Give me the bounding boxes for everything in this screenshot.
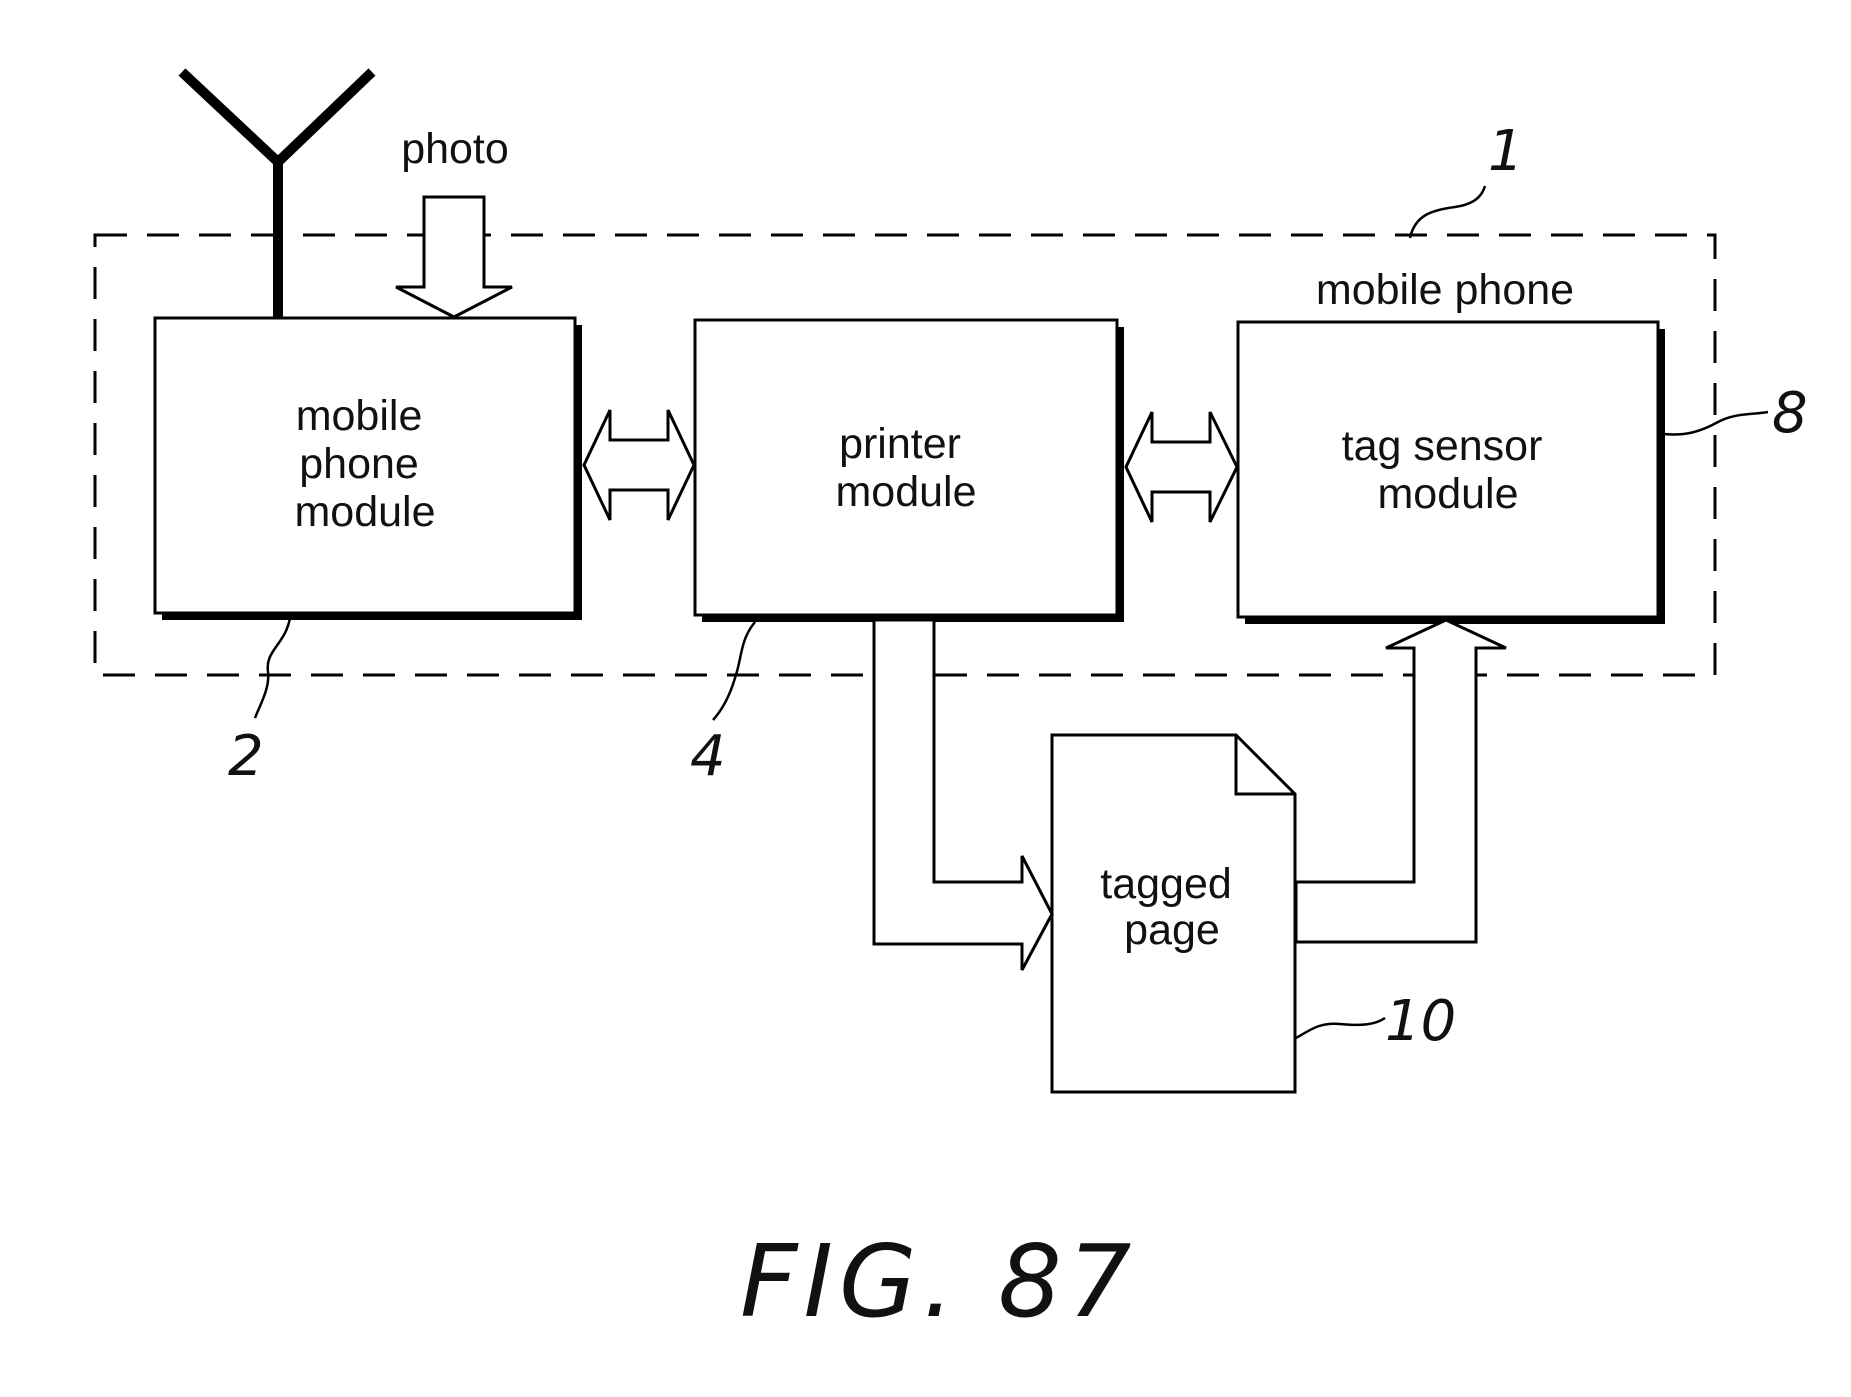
tag-sensor-module-label-line1: tag sensor	[1342, 422, 1543, 470]
ref-numeral-4: 4	[690, 724, 726, 789]
ref-leader-8	[1664, 412, 1768, 435]
antenna-icon	[182, 72, 372, 318]
photo-label: photo	[401, 125, 509, 173]
tagged-page-label-line2: page	[1124, 906, 1220, 954]
photo-input-arrow	[396, 197, 512, 317]
bidirectional-arrow-1	[584, 410, 694, 520]
mobile-phone-module-label-line1: mobile	[296, 392, 423, 440]
printer-module-label-line2: module	[835, 468, 976, 516]
tag-sensor-module-box: tag sensor module	[1238, 322, 1665, 624]
mobile-phone-module-label-line3: module	[294, 488, 435, 536]
mobile-phone-module-box: mobile phone module	[155, 318, 582, 620]
svg-text:mobile phone modul: mobile phone module	[294, 392, 435, 536]
ref-leader-1	[1410, 186, 1485, 238]
mobile-phone-module-label-line2: phone	[299, 440, 419, 488]
ref-leader-4	[713, 622, 755, 720]
printer-module-box: printer module	[695, 320, 1124, 622]
svg-text:printer module: printer module	[835, 420, 976, 516]
tagged-page-label-line1: tagged	[1100, 860, 1232, 908]
ref-numeral-2: 2	[228, 724, 264, 789]
ref-numeral-1: 1	[1488, 119, 1524, 184]
ref-leader-10	[1296, 1018, 1385, 1038]
tagged-page-document: tagged page	[1052, 735, 1295, 1092]
ref-numeral-8: 8	[1772, 381, 1808, 446]
ref-leader-2	[255, 618, 290, 718]
print-output-arrow	[874, 620, 1052, 970]
printer-module-label-line1: printer	[839, 420, 961, 468]
bidirectional-arrow-2	[1126, 412, 1237, 522]
mobile-phone-label: mobile phone	[1316, 266, 1574, 314]
figure-caption: FIG. 87	[740, 1223, 1137, 1340]
ref-numeral-10: 10	[1385, 989, 1456, 1054]
tag-sensor-module-label-line2: module	[1377, 470, 1518, 518]
tag-sense-arrow	[1296, 620, 1506, 942]
